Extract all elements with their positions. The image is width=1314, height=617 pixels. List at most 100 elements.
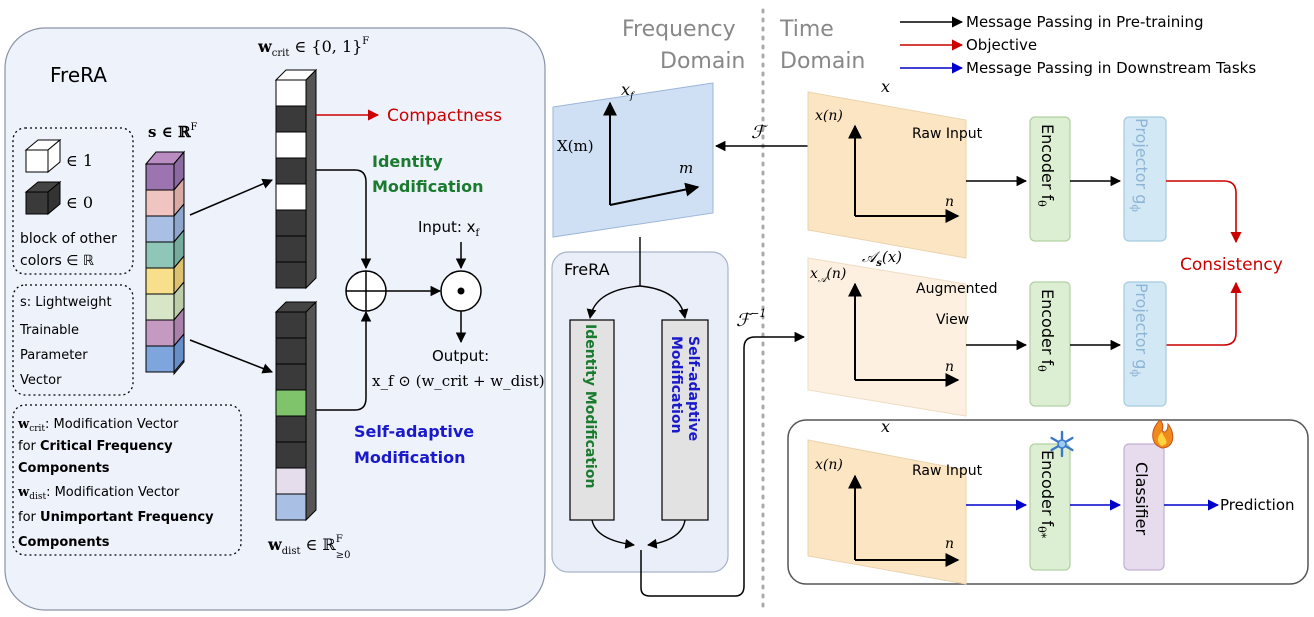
wdist-vector (274, 300, 318, 522)
arrow-self-adaptive-to-merge (647, 519, 686, 549)
s-desc-line4: Vector (20, 373, 62, 388)
down-n-label: n (945, 536, 954, 552)
time-domain-line2: Domain (780, 49, 865, 74)
other-colors-line1: block of other (20, 231, 117, 247)
classifier (1123, 443, 1165, 571)
encoder-1 (1029, 116, 1071, 242)
s-vector (144, 150, 186, 376)
aug-x-top: 𝒜s(x) (862, 248, 902, 269)
arrow-projector1-to-consistency (1166, 180, 1242, 244)
down-x-top: x (881, 417, 890, 436)
identity-module-label: Identity Modification (582, 324, 598, 488)
fire-icon (1152, 419, 1174, 449)
self-adaptive-line2: Modification (354, 448, 466, 467)
output-formula: x_f ⊙ (w_crit + w_dist) (372, 372, 545, 390)
raw-n-label: n (945, 194, 954, 210)
snowflake-icon (1050, 430, 1074, 458)
fourier-label: ℱ (751, 122, 768, 143)
wdist-desc-line3: Components (18, 535, 110, 550)
arrow-s-to-wdist (189, 339, 273, 374)
s-desc-line1: s: Lightweight (20, 295, 112, 310)
wdist-bottom-label: wdist ∈ ℝF≥0 (267, 534, 351, 561)
self-adaptive-line1: Self-adaptive (354, 422, 474, 441)
wcrit-vector (274, 68, 318, 290)
projector-2-label: Projector gϕ (1129, 283, 1151, 377)
freq-x-label: m (679, 159, 693, 177)
wdist-desc-line1: wdist: Modification Vector (17, 485, 180, 502)
legend-blue-label: Message Passing in Downstream Tasks (966, 59, 1256, 77)
white-cube-label: ∈ 1 (66, 151, 93, 170)
s-vector-label: s ∈ ℝF (148, 122, 197, 141)
consistency-label: Consistency (1180, 255, 1283, 275)
legend-black-label: Message Passing in Pre-training (966, 13, 1203, 31)
plus-operator-icon (345, 270, 387, 312)
frera-center-title: FreRA (564, 260, 610, 279)
wdist-desc-line2: for Unimportant Frequency (18, 510, 214, 525)
frequency-plane-xf: xf (621, 80, 636, 102)
arrow-to-self-adaptive-module (639, 285, 689, 319)
white-cube-icon (24, 138, 62, 174)
aug-n-label: n (945, 359, 954, 375)
s-desc-line3: Parameter (20, 348, 88, 363)
cube-legend-box (12, 127, 134, 275)
compactness-label: Compactness (387, 106, 502, 126)
encoder-2-label: Encoder fθ (1035, 289, 1057, 372)
aug-y-axis-label: x𝒜(n) (810, 266, 846, 285)
frequency-domain-line2: Domain (660, 49, 745, 74)
hadamard-operator-icon (440, 270, 482, 312)
prediction-label: Prediction (1220, 496, 1295, 514)
output-label: Output: (432, 347, 489, 365)
encoder-2 (1029, 281, 1071, 407)
wcrit-desc-line1: wcrit: Modification Vector (17, 417, 179, 434)
raw-input-label: Raw Input (912, 126, 983, 142)
s-desc-line2: Trainable (19, 323, 79, 338)
encoder-1-label: Encoder fθ (1035, 124, 1057, 207)
downstream-raw-plane (807, 439, 967, 585)
time-domain-line1: Time (779, 17, 834, 42)
wcrit-desc-line2: for Critical Frequency (18, 439, 173, 454)
self-adaptive-module-line1: Self-adaptive (685, 336, 701, 441)
arrow-s-to-wcrit (189, 178, 273, 216)
legend-red-label: Objective (966, 36, 1037, 54)
identity-module (569, 319, 615, 521)
arrow-inverse-fourier (640, 331, 806, 597)
frequency-plane (552, 82, 714, 238)
other-colors-line2: colors ∈ ℝ (20, 253, 95, 269)
augmented-plane (807, 257, 967, 417)
classifier-label: Classifier (1132, 462, 1151, 535)
identity-mod-line1: Identity (372, 152, 443, 171)
w-desc-box (12, 404, 242, 556)
raw-x-top: x (881, 77, 890, 96)
down-raw-input-label: Raw Input (912, 463, 983, 479)
arrow-projector2-to-consistency (1166, 281, 1242, 346)
input-label: Input: xf (418, 218, 481, 239)
downstream-panel (787, 419, 1309, 585)
augmented-label-line2: View (936, 312, 969, 328)
arrow-identity-to-merge (591, 519, 635, 549)
projector-2 (1123, 281, 1167, 407)
projector-1 (1123, 116, 1167, 242)
frequency-domain-line1: Frequency (622, 17, 736, 42)
raw-y-axis-label: x(n) (815, 108, 843, 124)
identity-mod-line2: Modification (372, 177, 484, 196)
down-y-axis-label: x(n) (815, 457, 843, 473)
frera-panel-title: FreRA (50, 63, 107, 87)
dark-cube-icon (24, 180, 62, 216)
wcrit-desc-line3: Components (18, 461, 110, 476)
arrow-wdist-to-plus (316, 310, 372, 411)
freq-y-label: X(m) (557, 137, 594, 155)
arrow-wcrit-to-plus (316, 169, 372, 270)
wcrit-top-label: wcrit ∈ {0, 1}F (257, 36, 369, 59)
freq-x-axis (609, 182, 700, 206)
self-adaptive-module-line2: Modification (668, 336, 684, 434)
self-adaptive-module (661, 319, 709, 521)
augmented-label-line1: Augmented (916, 281, 997, 297)
frozen-encoder (1029, 443, 1071, 571)
dark-cube-label: ∈ 0 (66, 193, 93, 212)
arrow-to-identity-module (586, 285, 641, 319)
inverse-fourier-label: ℱ−1 (736, 307, 766, 331)
frozen-encoder-label: Encoder fθ* (1035, 450, 1057, 539)
projector-1-label: Projector gϕ (1129, 118, 1151, 212)
frera-panel (4, 27, 546, 611)
